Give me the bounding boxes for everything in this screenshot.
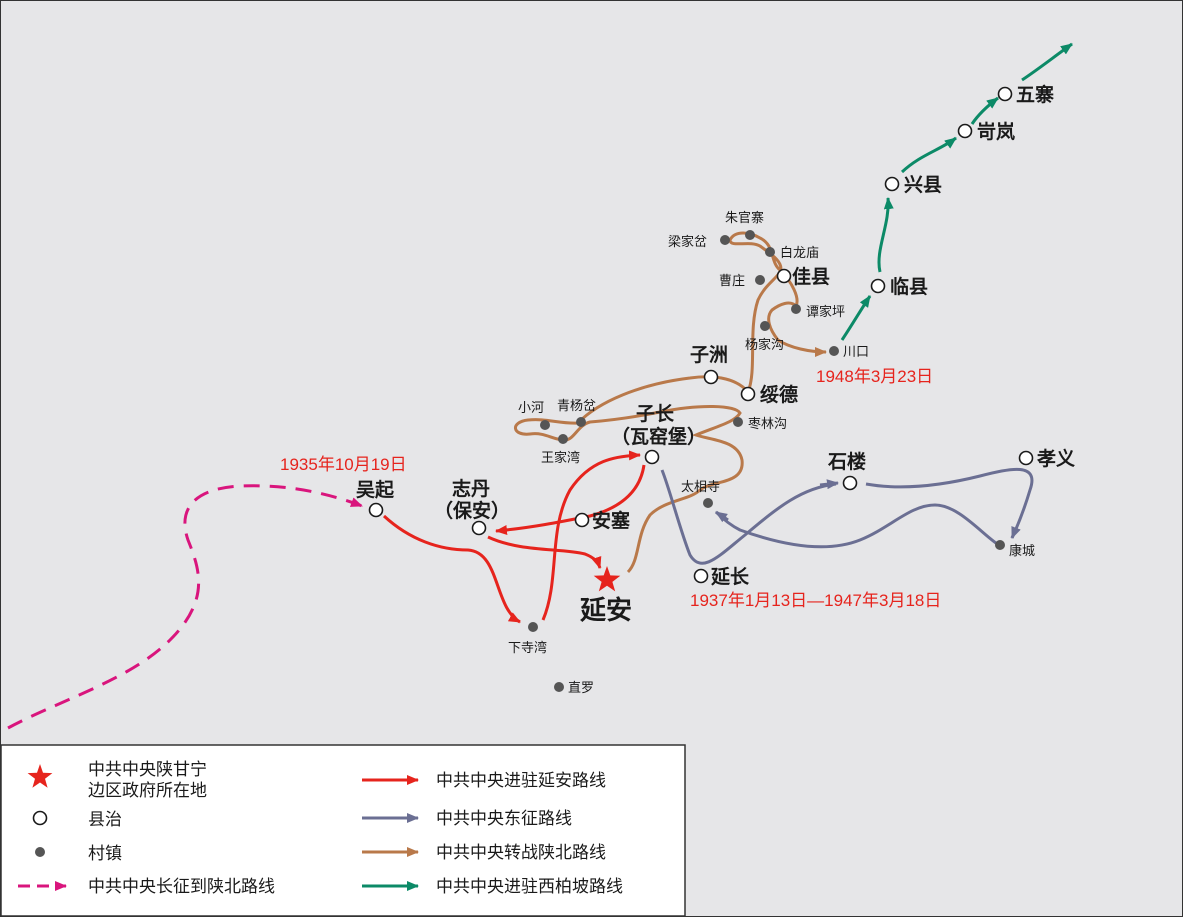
label-chuankou: 川口 (843, 345, 869, 360)
village-marker-xiasiwan (528, 622, 538, 632)
label-xingxian: 兴县 (904, 174, 942, 196)
red-route-zichang-zhidan (495, 464, 646, 536)
label-wuzhai: 五寨 (1016, 83, 1054, 106)
label-wangjiawan: 王家湾 (541, 450, 580, 466)
village-marker-chuankou (829, 346, 839, 356)
county-marker-zhidan (471, 520, 487, 536)
county-marker-shilou (842, 475, 858, 491)
legend-village-label: 村镇 (88, 844, 122, 864)
county-marker-jiaxian (776, 268, 792, 284)
village-marker-xiaohe (540, 420, 550, 430)
yanan-star (593, 566, 621, 592)
village-marker-taixiangsi (703, 498, 713, 508)
east-route (660, 467, 1034, 565)
county-marker-suide (740, 386, 756, 402)
label-yanan: 延安 (579, 596, 632, 626)
label-baoan: （保安） (434, 499, 510, 522)
label-yanchang: 延长 (710, 566, 750, 588)
red-route-xiasiwan-zichang (541, 450, 641, 621)
legend-star-icon (27, 764, 53, 788)
label-wuqi: 吴起 (356, 479, 395, 501)
village-marker-bailongmiao (765, 247, 775, 257)
east-route-arrow-1 (819, 479, 839, 490)
legend-star-line2: 边区政府所在地 (88, 781, 207, 801)
label-zhiluo: 直罗 (568, 681, 594, 696)
label-zichang: 子长 (636, 403, 675, 425)
label-shilou: 石楼 (827, 450, 866, 473)
county-marker-zichang (644, 449, 660, 465)
legend-county-icon (32, 810, 48, 826)
legend-village-icon (35, 847, 45, 857)
county-marker-linxian (870, 278, 886, 294)
green-route-4 (970, 96, 999, 125)
label-yangjiagou: 杨家沟 (745, 337, 784, 353)
legend-star-line1: 中共中央陕甘宁 (88, 760, 207, 780)
label-zhuguanzhai: 朱官寨 (725, 210, 764, 226)
legend: 中共中央陕甘宁 边区政府所在地 县治 村镇 中共中央长征到陕北路线 中共中央进驻… (0, 744, 686, 917)
green-route-1 (840, 295, 872, 341)
village-marker-zhuguanzhai (745, 230, 755, 240)
village-marker-zaolingou (733, 417, 743, 427)
east-route-arrow-2 (1010, 525, 1021, 539)
label-taixiangsi: 太相寺 (681, 480, 720, 495)
county-marker-xingxian (884, 176, 900, 192)
legend-east-route-label: 中共中央东征路线 (436, 809, 572, 829)
village-marker-tanjiaping (791, 304, 801, 314)
label-bailongmiao: 白龙庙 (780, 245, 819, 261)
east-route-arrow-3 (715, 510, 729, 523)
village-marker-liangjiacha (720, 235, 730, 245)
green-route-5 (1021, 42, 1073, 82)
legend-box (0, 744, 686, 917)
county-marker-wuqi (368, 502, 384, 518)
green-route-3 (900, 136, 957, 174)
label-ansai: 安塞 (592, 509, 631, 532)
label-wayaobao: （瓦窑堡） (611, 425, 706, 448)
label-jiaxian: 佳县 (792, 265, 830, 288)
label-liangjiacha: 梁家岔 (668, 234, 707, 250)
village-marker-kangcheng (995, 540, 1005, 550)
label-qingyangcha: 青杨岔 (557, 399, 596, 414)
county-marker-wuzhai (997, 86, 1013, 102)
village-markers (528, 230, 1005, 692)
legend-county-label: 县治 (88, 810, 122, 830)
village-marker-yangjiagou (760, 321, 770, 331)
village-marker-caozhuang (755, 275, 765, 285)
label-zhidan: 志丹 (452, 477, 490, 500)
long-march-route (7, 484, 363, 730)
label-kelan: 岢岚 (977, 121, 1015, 143)
village-marker-wangjiawan (558, 434, 568, 444)
county-markers (368, 86, 1034, 584)
legend-xibaipo-label: 中共中央进驻西柏坡路线 (436, 877, 623, 897)
label-xiaohe: 小河 (518, 401, 544, 416)
county-marker-ansai (574, 512, 590, 528)
date-1948: 1948年3月23日 (816, 367, 933, 386)
green-route-2 (877, 197, 894, 273)
label-tanjiaping: 谭家坪 (806, 304, 845, 320)
label-caozhuang: 曹庄 (719, 273, 745, 289)
village-marker-qingyangcha (576, 417, 586, 427)
label-zizhou: 子洲 (690, 344, 728, 366)
label-xiasiwan: 下寺湾 (508, 640, 547, 656)
county-marker-kelan (957, 123, 973, 139)
red-route-zhidan-yanan (487, 535, 602, 569)
label-zaolingou: 枣林沟 (748, 417, 787, 432)
date-1935: 1935年10月19日 (280, 455, 407, 474)
date-1937-1947: 1937年1月13日—1947年3月18日 (690, 591, 941, 610)
label-kangcheng: 康城 (1009, 543, 1035, 559)
county-marker-zizhou (703, 369, 719, 385)
label-linxian: 临县 (890, 275, 928, 298)
legend-yanan-route-label: 中共中央进驻延安路线 (436, 771, 606, 791)
label-xiaoyi: 孝义 (1037, 448, 1075, 470)
legend-long-march-label: 中共中央长征到陕北路线 (88, 877, 275, 897)
legend-north-shaanxi-label: 中共中央转战陕北路线 (436, 843, 606, 863)
county-marker-yanchang (693, 568, 709, 584)
village-marker-zhiluo (554, 682, 564, 692)
red-route-wuqi-xiasiwan (382, 514, 521, 624)
label-suide: 绥德 (760, 383, 798, 406)
county-marker-xiaoyi (1018, 450, 1034, 466)
